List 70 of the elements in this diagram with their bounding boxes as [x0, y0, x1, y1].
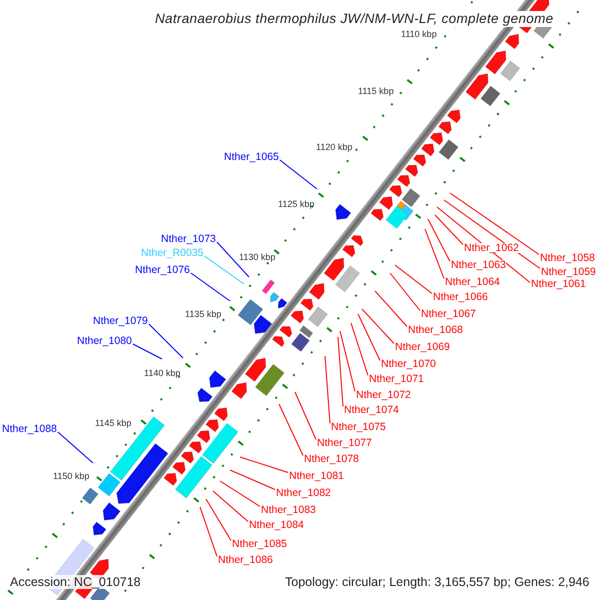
gene-label: Nther_1076	[135, 264, 190, 275]
leader-line	[324, 356, 330, 424]
scale-label: 1125 kbp	[278, 200, 314, 208]
gene-label: Nther_1073	[161, 234, 216, 244]
gene-label: Nther_1066	[433, 292, 488, 302]
gene-label: Nther_1088	[2, 424, 57, 434]
leader-line	[132, 344, 162, 360]
gene-label: Nther_1079	[93, 316, 148, 326]
scale-label: 1145 kbp	[95, 418, 132, 428]
gene-label: Nther_1068	[408, 324, 463, 335]
gene-label: Nther_R0035	[141, 248, 204, 258]
leader-line	[350, 322, 368, 376]
leader-line	[278, 404, 304, 456]
gene-label: Nther_1084	[249, 520, 304, 530]
leader-line	[450, 192, 540, 255]
leader-line	[294, 392, 316, 440]
gene-label: Nther_1058	[540, 252, 595, 263]
gene-label: Nther_1078	[304, 454, 359, 464]
gene-label: Nther_1069	[395, 342, 450, 352]
leader-line	[362, 308, 394, 344]
scale-label: 1150 kbp	[53, 472, 90, 480]
leader-line	[444, 200, 540, 269]
leader-line	[374, 290, 408, 327]
leader-line	[394, 264, 432, 294]
gene-label: Nther_1059	[541, 266, 596, 277]
leader-line	[212, 490, 248, 522]
leader-line	[230, 470, 276, 490]
gene-label: Nther_1075	[331, 422, 386, 432]
leader-line	[148, 324, 184, 358]
scale-label: 1140 kbp	[144, 368, 180, 378]
gene-label: Nther_1080	[77, 336, 132, 346]
leader-line	[428, 218, 450, 262]
gene-label: Nther_1082	[276, 488, 331, 498]
gene-label: Nther_1067	[421, 308, 476, 319]
leader-line	[57, 432, 94, 464]
leader-line	[434, 214, 464, 245]
leader-line	[358, 314, 380, 361]
scale-label: 1135 kbp	[185, 310, 222, 318]
gene-label: Nther_1072	[356, 390, 411, 400]
scale-label: 1120 kbp	[316, 142, 352, 152]
accession-note: Accession: NC_010718	[8, 574, 143, 589]
scale-label: 1110 kbp	[401, 30, 437, 38]
gene-label: Nther_1064	[445, 276, 500, 287]
gene-label: Nther_1081	[289, 470, 344, 481]
leader-line	[279, 160, 318, 190]
gene-label: Nther_1077	[317, 438, 372, 448]
leader-line	[200, 506, 218, 557]
leader-line	[424, 228, 444, 279]
gene-label: Nther_1062	[464, 242, 519, 253]
gene-label: Nther_1086	[218, 554, 273, 565]
leader-line	[204, 256, 244, 284]
scale-label: 1130 kbp	[239, 252, 276, 262]
gene-label: Nther_1070	[381, 358, 436, 369]
leader-line	[206, 498, 232, 541]
gene-label: Nther_1083	[261, 504, 316, 515]
leader-line	[338, 336, 344, 407]
leader-line	[220, 480, 260, 507]
leader-line	[216, 242, 250, 278]
gene-label: Nther_1061	[531, 278, 586, 289]
gene-label: Nther_1071	[369, 374, 424, 384]
gene-label: Nther_1085	[232, 538, 287, 549]
gene-label: Nther_1063	[451, 260, 506, 270]
leader-line	[390, 272, 420, 311]
genome-summary-note: Topology: circular; Length: 3,165,557 bp; Genes: 2,946	[283, 574, 592, 589]
gene-label: Nther_1065	[224, 152, 279, 162]
gene-label: Nther_1074	[344, 404, 399, 415]
leader-line	[340, 330, 356, 392]
scale-label: 1115 kbp	[358, 86, 394, 96]
leader-line	[190, 272, 230, 302]
leader-line	[240, 456, 288, 473]
